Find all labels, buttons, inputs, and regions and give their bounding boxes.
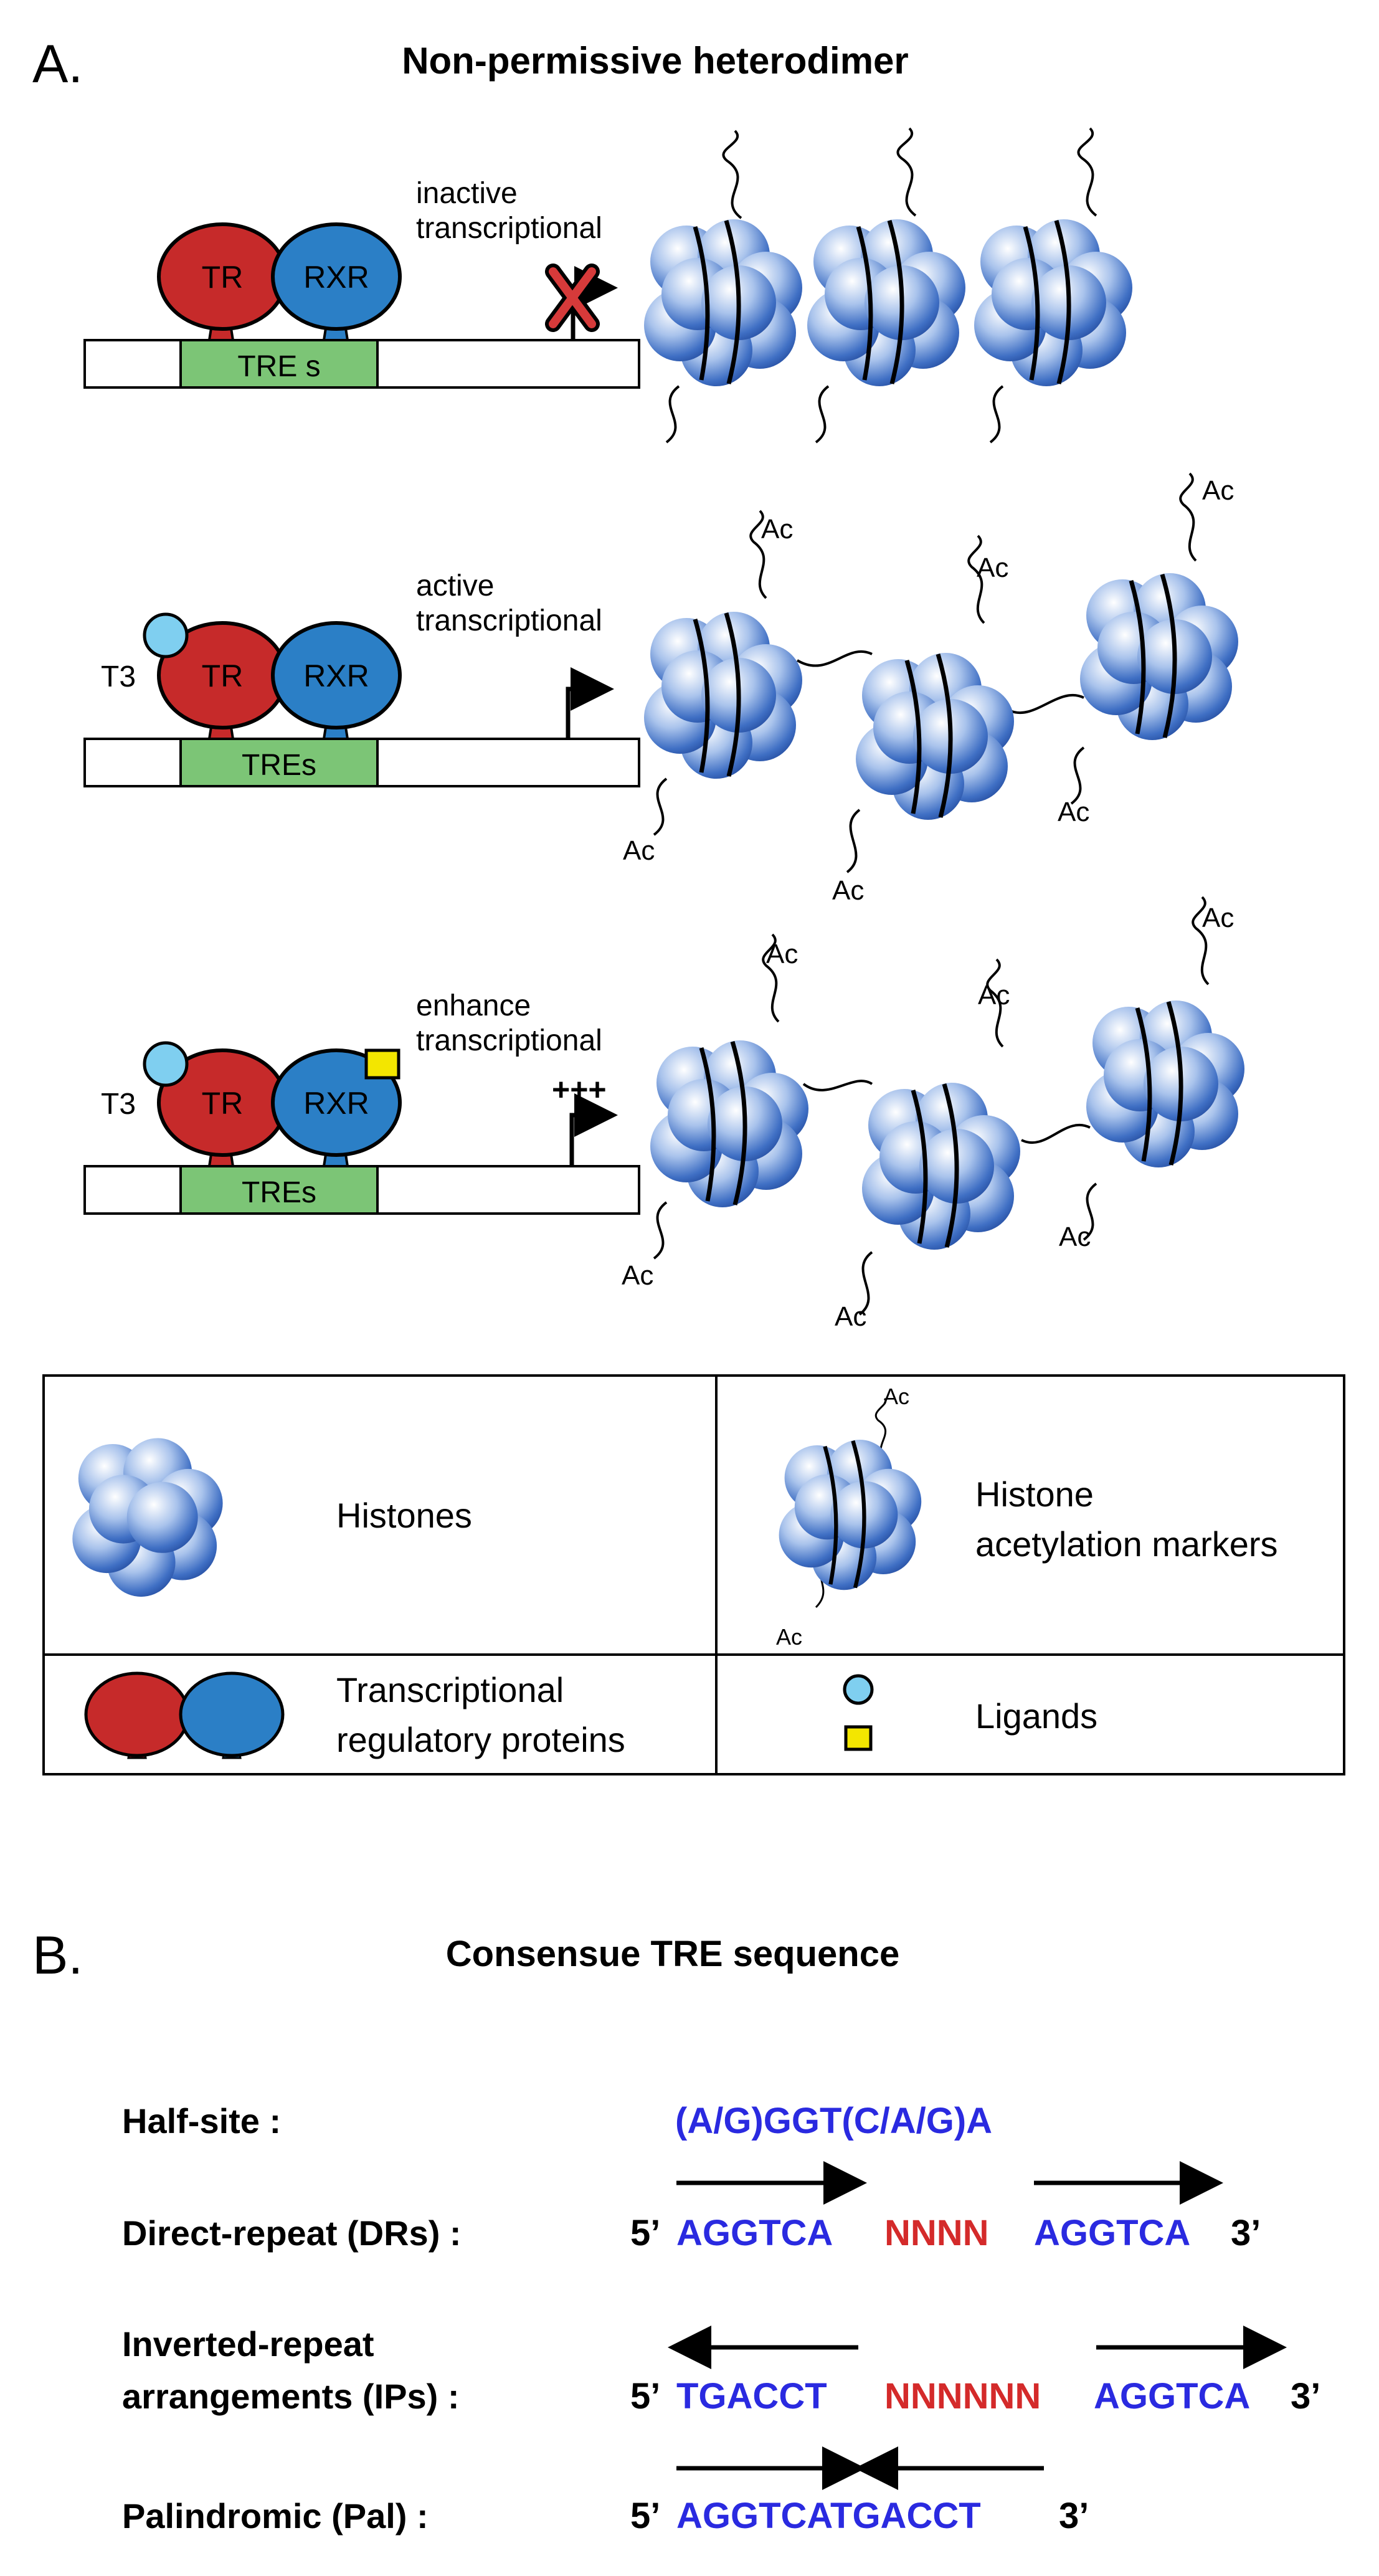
legend-acetylation-2: acetylation markers	[975, 1524, 1278, 1564]
state-label-2: transcriptional	[416, 212, 602, 245]
panel-a-letter: A.	[32, 34, 83, 94]
legend-table: Histones Ac Ac Histone acetylation marke…	[42, 1374, 1345, 1775]
ip-seq-n: NNNNNN	[884, 2376, 1041, 2417]
state-label-2: transcriptional	[416, 604, 602, 637]
ip-5prime: 5’	[630, 2376, 660, 2417]
pal-3prime: 3’	[1059, 2496, 1089, 2536]
tres-box	[179, 339, 379, 389]
ligand-label: T3	[101, 660, 136, 693]
dr-5prime: 5’	[630, 2213, 660, 2253]
histone-tails	[665, 127, 1097, 444]
legend-regulatory-2: regulatory proteins	[336, 1720, 625, 1759]
legend-histones: Histones	[336, 1496, 472, 1535]
tres-label: TREs	[242, 749, 316, 782]
blocked-x-icon	[545, 264, 600, 332]
linker-dna	[796, 650, 1084, 715]
ac-label: Ac	[832, 875, 864, 906]
histone	[1086, 1000, 1244, 1167]
rxr-label: RXR	[303, 658, 369, 693]
ac-label: Ac	[622, 1260, 653, 1291]
legend-regulatory-1: Transcriptional	[336, 1670, 564, 1709]
promoter-arrow	[566, 667, 614, 739]
ac-label: Ac	[766, 939, 798, 969]
tres-box	[179, 1165, 379, 1215]
rxr-protein	[271, 621, 402, 730]
tres-label: TRE s	[237, 350, 320, 383]
half-site-label: Half-site :	[122, 2101, 281, 2141]
ligand-square-icon	[844, 1725, 873, 1751]
ac-label: Ac	[978, 980, 1010, 1010]
ac-label: Ac	[761, 514, 793, 544]
ip-seq-b: AGGTCA	[1094, 2376, 1250, 2417]
ip-label-1: Inverted-repeat	[122, 2324, 374, 2364]
tres-label: TREs	[242, 1176, 316, 1209]
row-inactive: TRE s TR RXR inactive transcriptional	[83, 127, 1132, 444]
ligand-circle	[143, 612, 189, 658]
histone	[862, 1083, 1020, 1250]
state-label-2: transcriptional	[416, 1024, 602, 1057]
ac-label: Ac	[623, 835, 655, 866]
ac-label: Ac	[835, 1301, 866, 1332]
ac-label: Ac	[883, 1384, 909, 1409]
ac-label: Ac	[776, 1624, 802, 1650]
dr-seq-a: AGGTCA	[676, 2213, 833, 2253]
rxr-label: RXR	[303, 260, 369, 295]
promoter-arrow	[569, 1093, 618, 1166]
dr-seq-b: AGGTCA	[1034, 2213, 1190, 2253]
rxr-icon	[179, 1671, 285, 1757]
row-active: TREs T3 TR RXR active transcriptional Ac…	[83, 472, 1238, 906]
histone	[807, 219, 965, 386]
legend-ligands: Ligands	[975, 1696, 1097, 1736]
histone	[644, 219, 802, 386]
row-enhance: TREs T3 TR RXR enhance transcriptional +…	[83, 896, 1244, 1332]
panel-b-title: Consensue TRE sequence	[446, 1934, 899, 1974]
dr-label: Direct-repeat (DRs) :	[122, 2213, 462, 2253]
ac-label: Ac	[1058, 797, 1089, 827]
ligand-square	[364, 1048, 400, 1080]
state-label-1: enhance	[416, 989, 531, 1022]
pal-5prime: 5’	[630, 2496, 660, 2536]
histone	[644, 612, 802, 779]
tr-label: TR	[202, 260, 244, 295]
histone	[1080, 573, 1238, 740]
legend-acetylation-1: Histone	[975, 1475, 1094, 1514]
panel-a-title: Non-permissive heterodimer	[402, 40, 909, 82]
rxr-label: RXR	[303, 1086, 369, 1121]
ligand-circle-icon	[843, 1674, 874, 1705]
tr-label: TR	[202, 658, 244, 693]
enhance-plus: +++	[552, 1072, 607, 1107]
pal-seq: AGGTCATGACCT	[676, 2496, 981, 2536]
state-label-1: active	[416, 569, 494, 602]
ac-label: Ac	[1059, 1222, 1091, 1252]
histone	[650, 1040, 808, 1207]
ligand-label: T3	[101, 1088, 136, 1121]
histone	[974, 219, 1132, 386]
ip-3prime: 3’	[1291, 2376, 1320, 2417]
half-site-seq: (A/G)GGT(C/A/G)A	[675, 2101, 992, 2141]
tres-box	[179, 738, 379, 787]
dr-seq-n: NNNN	[884, 2213, 989, 2253]
ip-label-2: arrangements (IPs) :	[122, 2377, 460, 2416]
histone	[856, 653, 1014, 820]
ac-tails	[653, 896, 1210, 1316]
ligand-circle	[143, 1041, 189, 1087]
tr-icon	[84, 1671, 190, 1757]
panel-b-letter: B.	[32, 1926, 83, 1985]
rxr-protein	[271, 222, 402, 331]
ip-seq-a: TGACCT	[676, 2376, 827, 2417]
ac-label: Ac	[1202, 475, 1234, 506]
pal-label: Palindromic (Pal) :	[122, 2496, 429, 2536]
tr-label: TR	[202, 1086, 244, 1121]
ac-label: Ac	[1202, 903, 1234, 933]
ac-tails	[653, 472, 1197, 873]
state-label-1: inactive	[416, 177, 518, 210]
linker-dna	[802, 1080, 1091, 1144]
ac-label: Ac	[977, 553, 1008, 583]
dr-3prime: 3’	[1231, 2213, 1261, 2253]
